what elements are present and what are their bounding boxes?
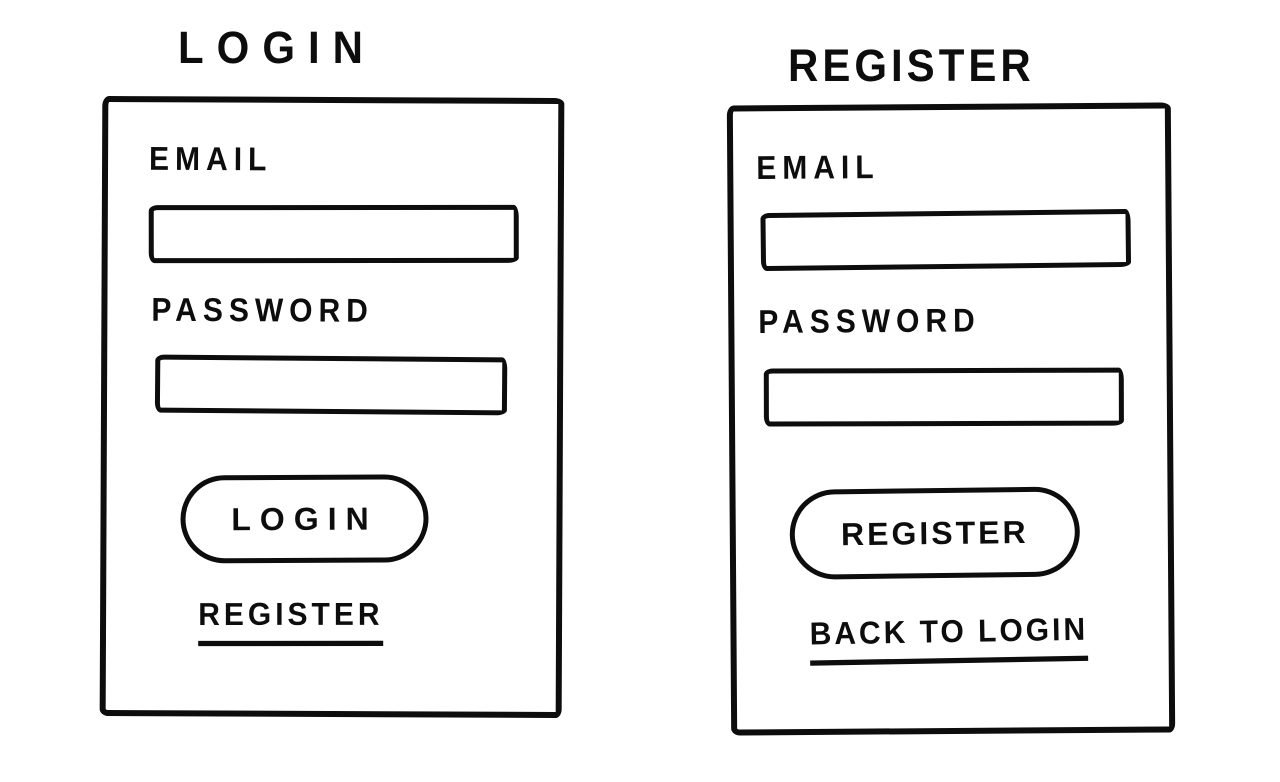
register-password-label: PASSWORD <box>758 302 981 341</box>
login-password-label: PASSWORD <box>151 292 374 330</box>
register-back-to-login-link[interactable]: BACK TO LOGIN <box>809 612 1089 666</box>
register-password-input[interactable] <box>763 367 1124 427</box>
login-email-input[interactable] <box>148 204 519 264</box>
login-email-label: EMAIL <box>148 141 273 179</box>
register-screen-title: REGISTER <box>788 40 1035 91</box>
login-frame: EMAIL PASSWORD LOGIN REGISTER <box>99 95 565 719</box>
login-register-link[interactable]: REGISTER <box>198 597 384 647</box>
login-submit-button[interactable]: LOGIN <box>180 474 429 564</box>
login-screen-title: LOGIN <box>178 22 376 73</box>
login-password-input[interactable] <box>154 354 508 416</box>
register-email-label: EMAIL <box>756 149 880 187</box>
register-submit-button[interactable]: REGISTER <box>789 486 1081 580</box>
register-frame: EMAIL PASSWORD REGISTER BACK TO LOGIN <box>726 102 1176 736</box>
register-email-input[interactable] <box>760 208 1132 272</box>
